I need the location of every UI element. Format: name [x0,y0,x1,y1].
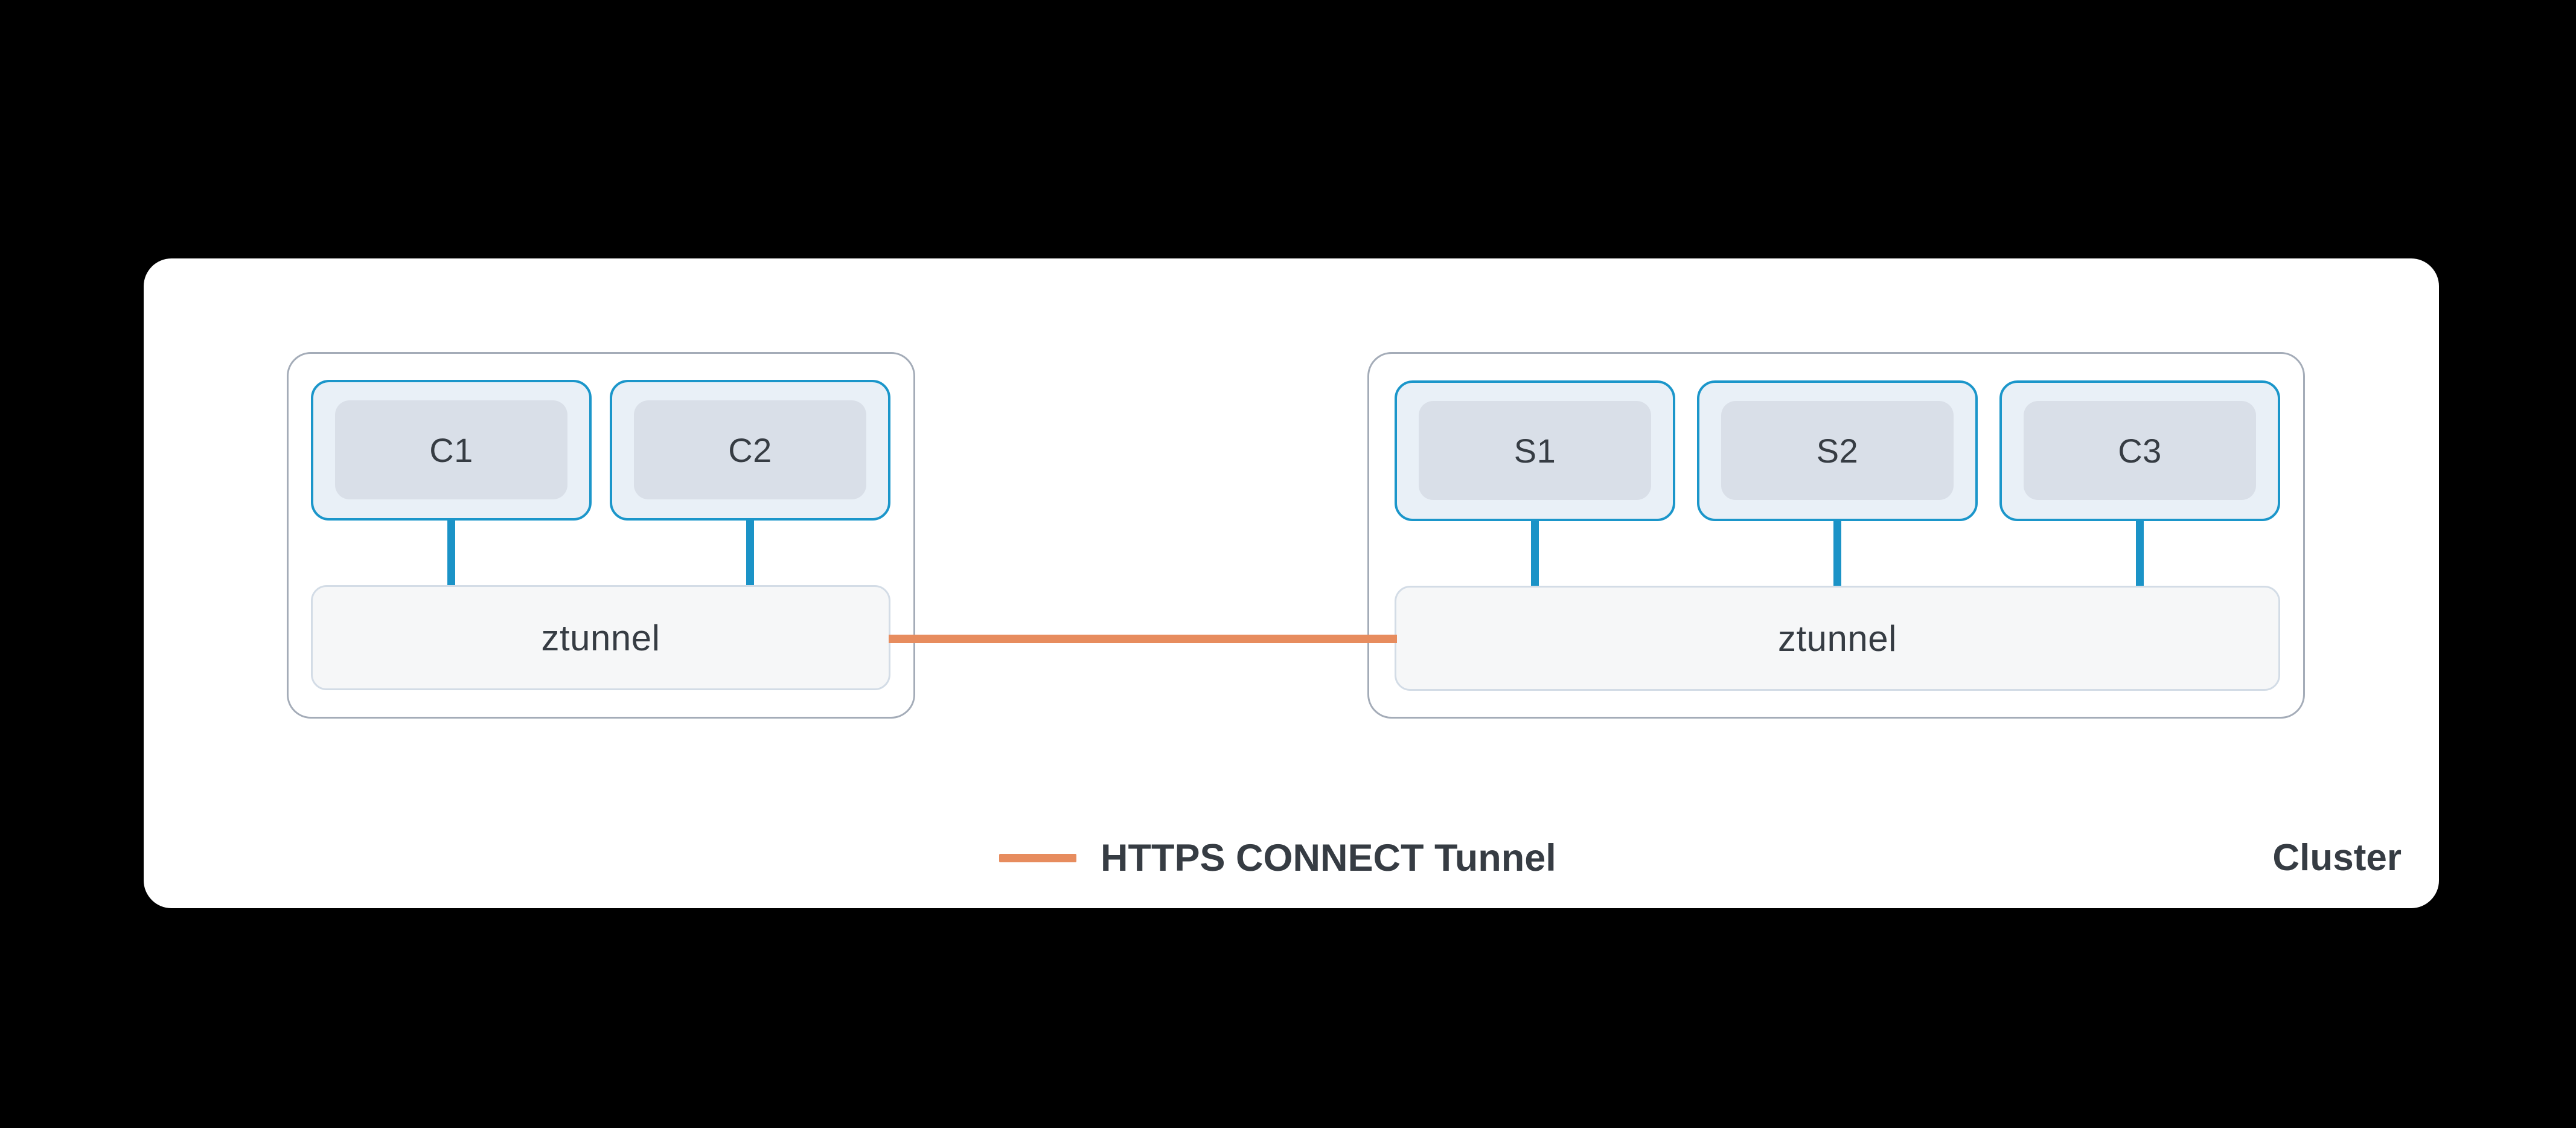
connector-c2-to-ztunnel [746,521,754,585]
pod-c2: C2 [610,380,890,521]
pod-s2-inner-box: S2 [1721,401,1954,500]
pod-c1: C1 [311,380,592,521]
legend: HTTPS CONNECT Tunnel [999,831,1556,885]
cluster-card: C1 C2 ztunnel S1 S2 [144,258,2439,908]
pod-c3-label: C3 [2118,431,2162,470]
tunnel-line-swatch-icon [999,854,1076,862]
ztunnel-left-label: ztunnel [541,617,660,658]
connector-c3-to-ztunnel [2136,521,2144,586]
pod-c2-inner-box: C2 [634,400,866,499]
pod-s1-label: S1 [1513,431,1556,470]
connector-c1-to-ztunnel [447,521,455,585]
pod-c3: C3 [1999,380,2280,521]
pod-s2: S2 [1697,380,1978,521]
legend-label: HTTPS CONNECT Tunnel [1101,837,1556,879]
node-right: S1 S2 C3 ztunnel [1367,352,2305,719]
connector-s1-to-ztunnel [1531,521,1539,586]
pod-s1: S1 [1395,380,1675,521]
node-left: C1 C2 ztunnel [287,352,915,719]
pod-c3-inner-box: C3 [2024,401,2256,500]
cluster-label: Cluster [2272,837,2402,879]
pod-c1-inner-box: C1 [335,400,567,499]
connector-s2-to-ztunnel [1833,521,1841,586]
ztunnel-right-label: ztunnel [1778,618,1897,659]
pod-s1-inner-box: S1 [1419,401,1651,500]
pod-s2-label: S2 [1816,431,1859,470]
pod-c2-label: C2 [728,431,772,469]
ztunnel-box-right: ztunnel [1395,586,2280,691]
pod-c1-label: C1 [429,431,473,469]
https-connect-tunnel-line [889,635,1397,643]
ztunnel-box-left: ztunnel [311,585,890,690]
